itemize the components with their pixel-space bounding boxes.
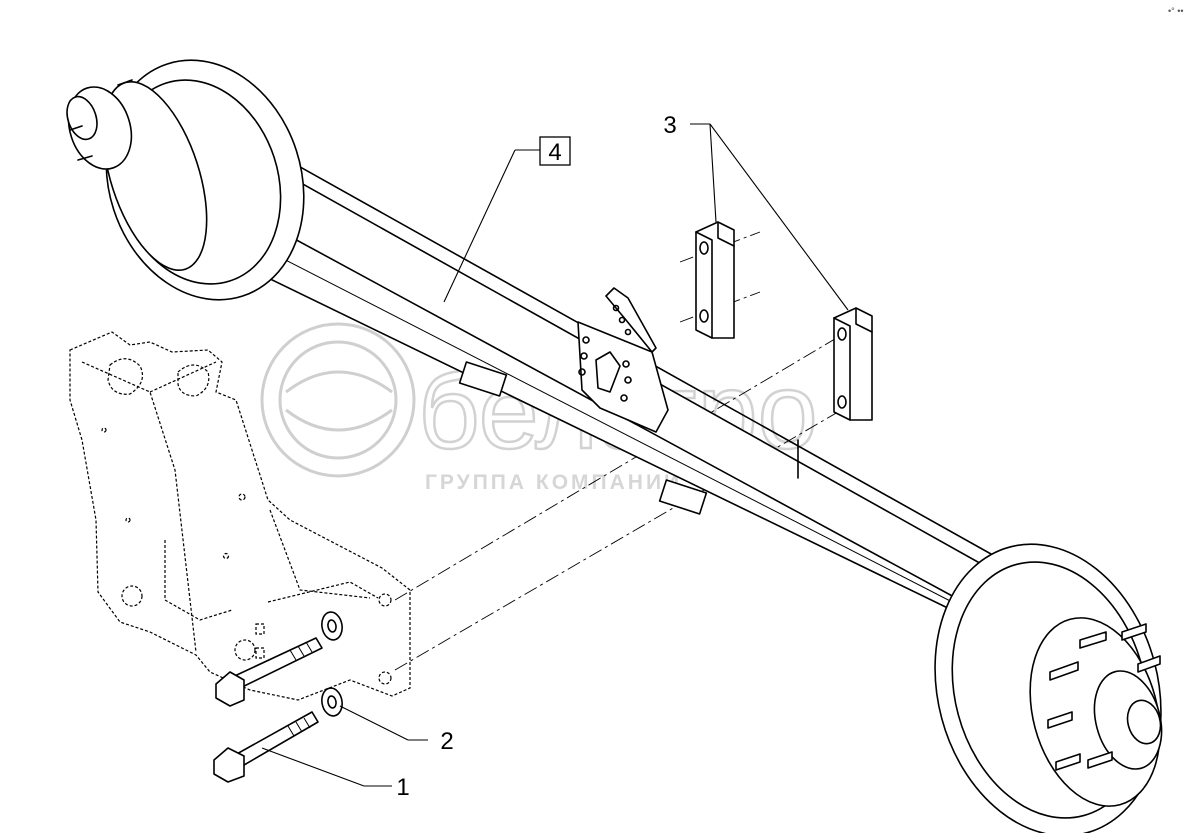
wheel-studs	[1047, 623, 1161, 771]
watermark-tagline: ГРУППА КОМПАНИЙ	[425, 470, 682, 494]
callout-2-label: 2	[440, 728, 453, 755]
mounting-bracket-phantom	[69, 331, 411, 701]
callout-1-label: 1	[396, 774, 409, 801]
spacer-plate-upper	[695, 221, 735, 339]
callout-4-label: 4	[548, 139, 561, 166]
beam-slot	[658, 479, 708, 515]
leader-lines	[261, 123, 849, 787]
left-hub-drum	[66, 59, 305, 301]
callout-3-label: 3	[663, 112, 676, 139]
corner-mark: •° ••	[1168, 6, 1184, 16]
beam-mounting-plate	[577, 287, 669, 433]
spacer-plate-lower	[833, 307, 873, 421]
right-hub-drum	[934, 543, 1163, 837]
bolt-lower	[213, 711, 319, 783]
beam-slot	[458, 361, 508, 397]
watermark-logo-icon	[260, 322, 416, 478]
callout-4: 4	[539, 136, 571, 166]
washer-upper	[321, 611, 343, 641]
bolt-upper	[215, 637, 323, 707]
washer-lower	[321, 687, 343, 717]
